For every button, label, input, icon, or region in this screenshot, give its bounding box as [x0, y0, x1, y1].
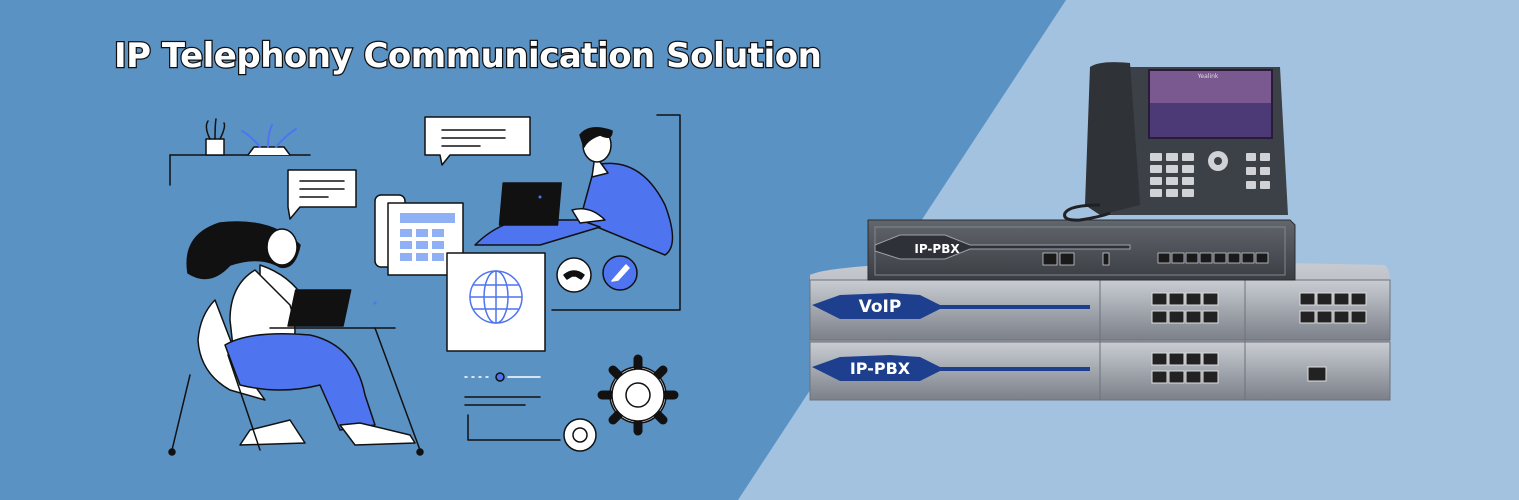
chat-bubble-icon — [424, 116, 531, 166]
woman-with-laptop — [168, 221, 424, 456]
settings-panel — [464, 372, 561, 441]
chassis-upper-label: VoIP — [859, 297, 902, 317]
ip-pbx-top-unit: IP-PBX — [867, 219, 1296, 281]
banner-title: IP Telephony Communication Solution — [113, 35, 823, 78]
gear-icon — [563, 418, 597, 452]
man-with-laptop — [474, 127, 674, 256]
desk-phone-icon — [374, 194, 464, 276]
wall-shelf — [169, 118, 311, 186]
globe-icon — [446, 252, 546, 352]
chassis-lower-label: IP-PBX — [850, 359, 911, 378]
ip-pbx-equipment: VoIP IP-PBX IP-PBX — [809, 62, 1391, 401]
office-illustration — [168, 114, 681, 456]
phone-brand: Yealink — [1197, 73, 1219, 80]
chat-bubble-icon — [287, 169, 357, 220]
ethernet-ports — [1151, 292, 1367, 384]
phone-hangup-icon — [556, 257, 592, 293]
voip-chassis: VoIP IP-PBX — [809, 260, 1391, 401]
gear-icon — [597, 354, 679, 436]
ip-desk-phone: Yealink — [1063, 62, 1288, 222]
phone-call-icon — [602, 255, 638, 291]
top-unit-label: IP-PBX — [914, 242, 960, 256]
